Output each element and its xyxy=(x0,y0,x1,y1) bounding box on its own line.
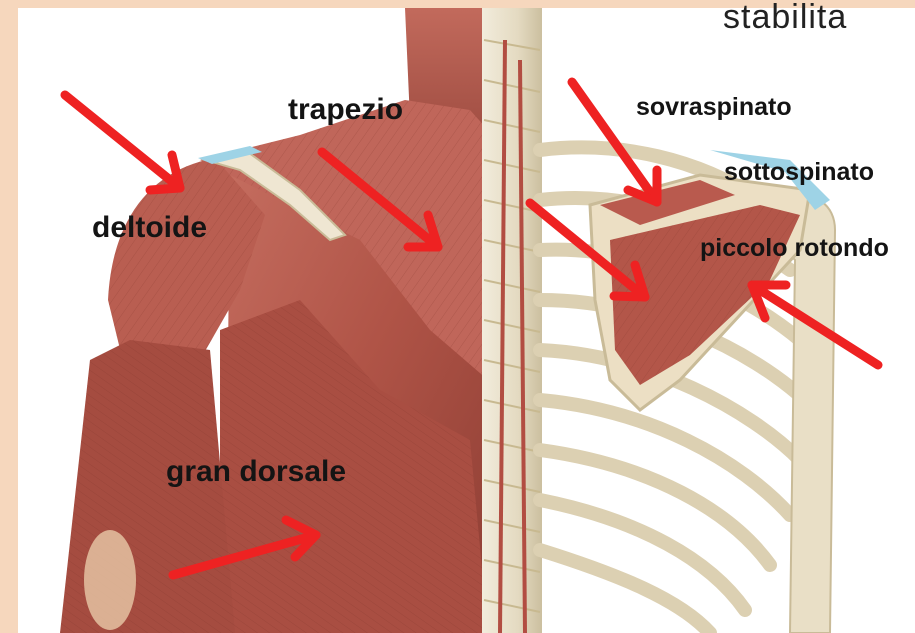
label-piccolo-rotondo: piccolo rotondo xyxy=(700,236,889,261)
label-stabilita: stabilita xyxy=(723,0,847,34)
elbow-tendon xyxy=(84,530,136,630)
label-deltoide: deltoide xyxy=(92,213,207,243)
label-sovraspinato: sovraspinato xyxy=(636,95,792,120)
label-gran-dorsale: gran dorsale xyxy=(166,457,346,487)
label-trapezio: trapezio xyxy=(288,95,403,125)
label-sottospinato: sottospinato xyxy=(724,160,874,185)
